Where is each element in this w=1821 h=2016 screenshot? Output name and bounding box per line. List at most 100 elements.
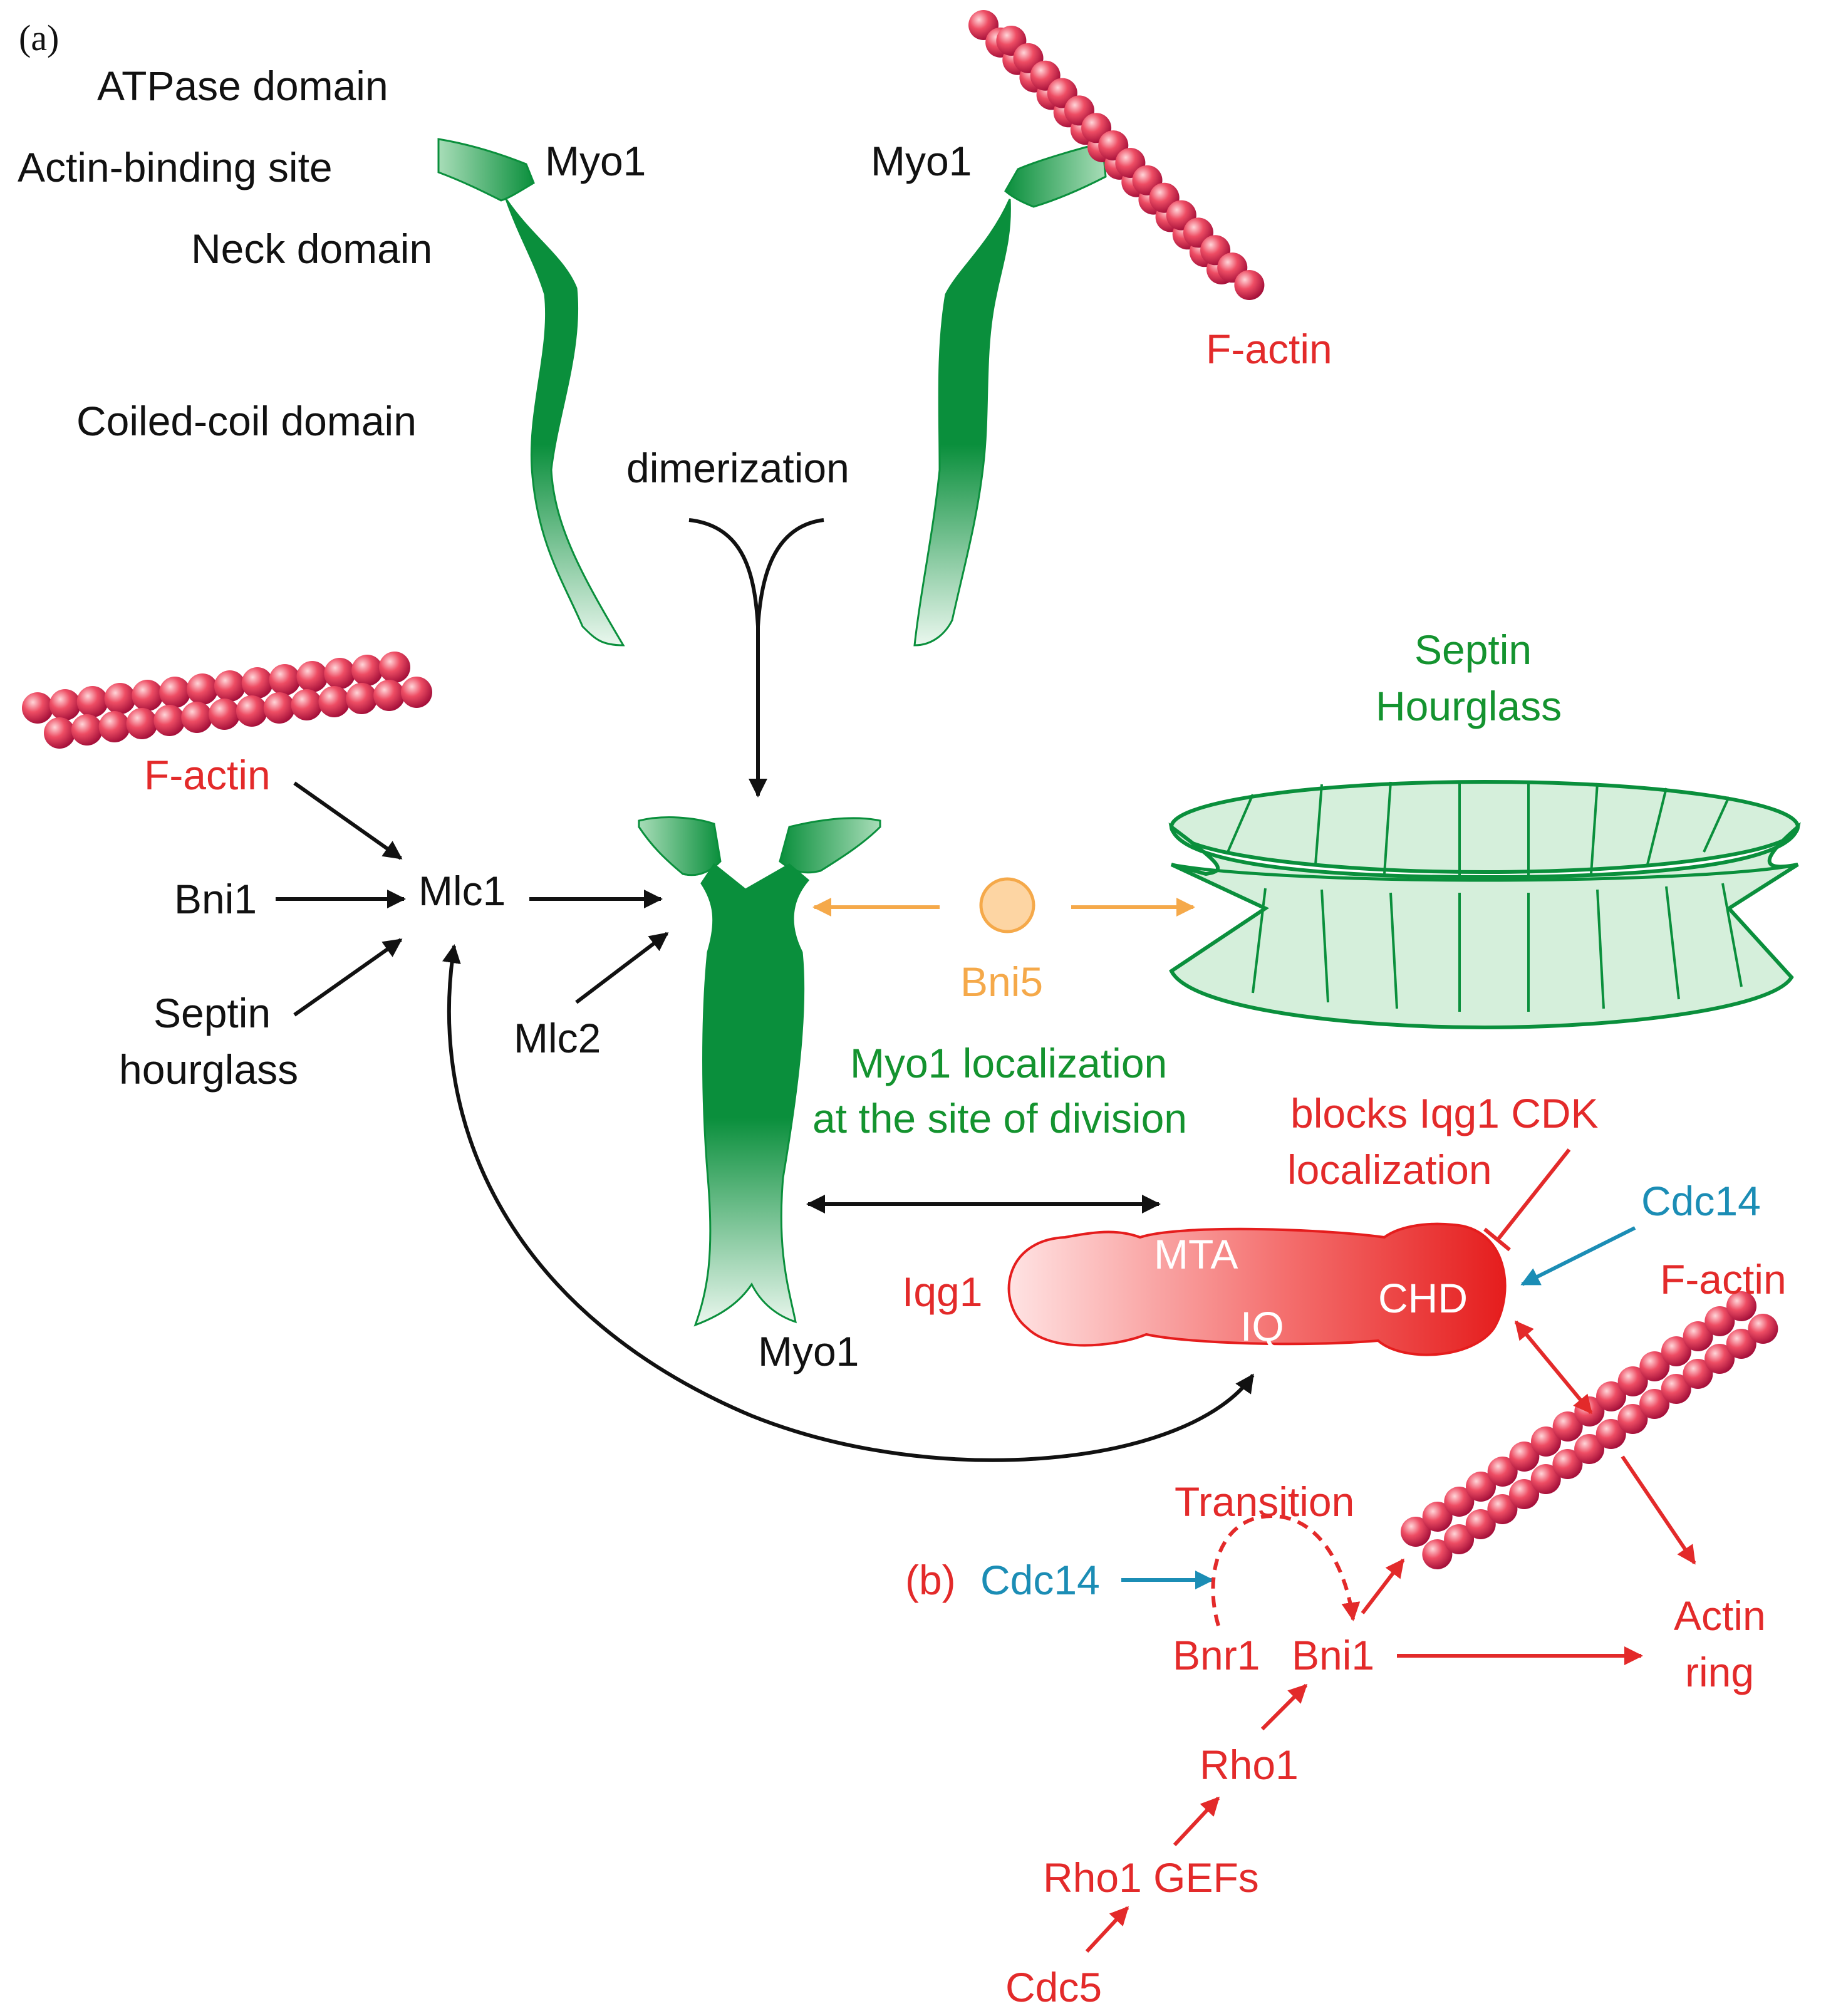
dimerization-arrow-right [756,518,824,627]
actin-bead [159,677,191,708]
actin-bead [1639,1389,1670,1419]
actin-bead [1422,1502,1453,1532]
actin-bead [1683,1359,1713,1389]
actin-bead [1487,1494,1518,1524]
actin-bead [1726,1329,1756,1359]
f-actin-left-label: F-actin [144,752,271,798]
actin-bead [1552,1449,1583,1479]
arrow-factin-to-mlc1 [293,781,403,860]
blocks-iqg1-cdk-line2: localization [1287,1146,1492,1193]
actin-bead [263,692,295,724]
actin-bead [346,683,378,714]
cdk-inhibition-tbar [1483,1148,1571,1252]
actin-bead [1726,1291,1756,1321]
cdc5-label: Cdc5 [1005,1964,1102,2010]
blocks-iqg1-cdk-line1: blocks Iqg1 CDK [1290,1090,1599,1136]
myo1-monomer-right [913,142,1107,647]
actin-bead [1617,1404,1648,1434]
actin-bead [132,680,163,711]
mlc1-iqg1-interaction-arrow [442,944,1255,1462]
arrow-rho1-to-bni1 [1260,1683,1308,1731]
actin-bead [187,673,219,705]
neck-domain-label: Neck domain [191,226,432,272]
actin-bead [236,695,267,727]
actin-bead [98,711,130,742]
actin-bead [291,689,323,720]
myo1-dimer [638,816,881,1327]
actin-bead [49,689,81,720]
bni5-label: Bni5 [960,959,1043,1005]
f-actin-filament-left [22,652,432,749]
bni5-circle [979,877,1035,933]
actin-bead [351,655,383,686]
septin-label-line1: Septin [1414,626,1532,673]
actin-bead [1596,1381,1626,1411]
bni1-input-label: Bni1 [174,876,257,922]
septin-hourglass-input-line1: Septin [153,990,271,1036]
actin-bead [1552,1411,1583,1442]
actin-bead [1530,1464,1561,1494]
actin-bead [1234,270,1265,300]
actin-ring-line1: Actin [1674,1593,1766,1639]
iqg1-factin-interaction-arrow [1514,1320,1593,1415]
actin-bead [126,708,158,739]
myo1-right-label: Myo1 [871,138,972,184]
f-actin-filament-top [968,10,1265,300]
panel-b-label: (b) [905,1557,956,1603]
actin-bead [269,664,301,695]
septin-label-line2: Hourglass [1376,683,1562,729]
bni1-panel-b-label: Bni1 [1292,1632,1374,1678]
actin-bead [241,667,273,699]
atpase-domain-label: ATPase domain [97,63,388,109]
iqg1-label: Iqg1 [902,1269,982,1315]
arrow-mlc2-to-myo1 [575,932,669,1004]
arrow-factin-to-actin-ring [1621,1455,1696,1565]
actin-bead [153,705,185,736]
actin-bead [1704,1306,1735,1336]
actin-bead [1401,1517,1431,1547]
iqg1-chd-domain: CHD [1378,1275,1468,1321]
actin-bead [1444,1524,1475,1554]
mlc2-label: Mlc2 [514,1015,601,1061]
transition-dashed-arrow [1211,1514,1361,1626]
actin-bead [214,670,246,702]
actin-bead [318,686,350,717]
actin-bead [1531,1426,1561,1457]
actin-bead [1704,1344,1735,1374]
actin-bead [22,692,53,724]
coiled-coil-domain-label: Coiled-coil domain [76,398,417,444]
iqg1-iq-domain: IQ [1240,1303,1284,1349]
arrow-bni1-to-factin [1361,1558,1405,1614]
septin-hourglass-input-line2: hourglass [119,1046,298,1093]
actin-bead [181,702,213,733]
arrow-rho1gefs-to-rho1 [1173,1796,1220,1847]
iqg1-mta-domain: MTA [1154,1231,1238,1277]
actin-bead [1509,1442,1540,1472]
septin-hourglass [1168,780,1801,1030]
actin-bead [379,652,410,683]
actin-bead [76,686,108,717]
arrow-septin-to-mlc1 [293,938,403,1017]
actin-bead [373,680,405,711]
actin-bead [1748,1314,1778,1344]
actin-bead [1487,1457,1518,1487]
actin-bead [1574,1434,1605,1464]
myo1-localization-line1: Myo1 localization [850,1040,1167,1086]
actin-bead [296,661,328,692]
actin-binding-site-label: Actin-binding site [18,144,333,190]
myo1-localization-line2: at the site of division [812,1095,1187,1141]
rho1-gefs-label: Rho1 GEFs [1043,1854,1259,1901]
myo1-left-label: Myo1 [545,138,646,184]
cdc14-iqg1-label: Cdc14 [1641,1178,1761,1224]
actin-bead [1617,1366,1648,1396]
actin-bead [1595,1419,1626,1449]
dimerization-arrow-left [688,518,767,798]
panel-a-label: (a) [19,18,59,58]
actin-ring-line2: ring [1685,1649,1754,1695]
actin-bead [1444,1487,1475,1517]
arrow-cdc5-to-rho1gefs [1085,1906,1129,1953]
actin-bead [71,714,103,746]
actin-bead [44,717,75,749]
bnr1-label: Bnr1 [1173,1632,1260,1678]
